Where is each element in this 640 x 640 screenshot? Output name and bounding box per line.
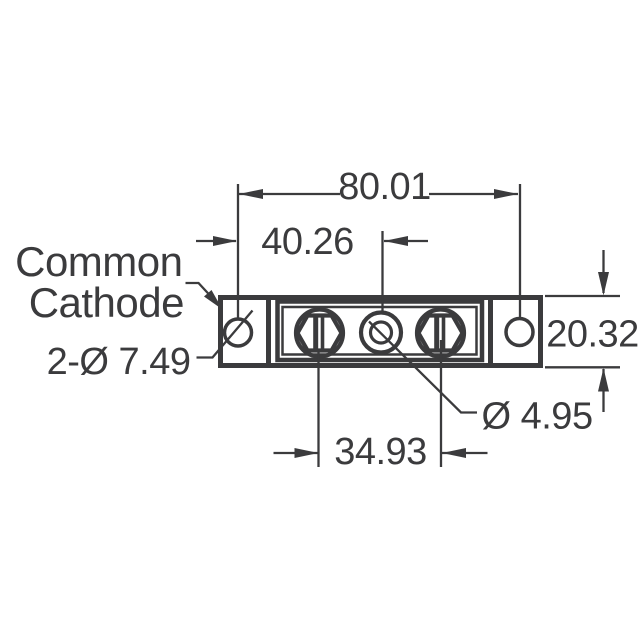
hex-terminal-right-slot-a xyxy=(434,316,440,350)
hex-terminal-right-hex xyxy=(416,313,465,353)
hex-terminal-left-slot-b xyxy=(320,316,325,350)
callout-center-hole-value: Ø 4.95 xyxy=(482,396,593,438)
center-terminal-screw xyxy=(368,320,394,345)
label-common-cathode-line1: Common xyxy=(15,238,182,285)
center-terminal xyxy=(358,310,404,355)
hex-terminal-left-slot-a xyxy=(313,316,319,350)
dim-spacing-arrow-right xyxy=(442,448,466,458)
dim-overall-arrow-right xyxy=(494,189,518,199)
callout-center-hole: Ø 4.95 xyxy=(368,320,593,438)
dim-height-arrow-down xyxy=(598,272,609,296)
callout-center-hole-leader xyxy=(368,320,477,414)
device-body xyxy=(218,295,543,368)
raised-block-outline xyxy=(275,299,485,363)
dim-height-value: 20.32 xyxy=(546,314,639,356)
mounting-hole-right xyxy=(504,316,535,348)
callout-mounting-holes-leader xyxy=(196,309,254,359)
dim-offset-arrow-left xyxy=(213,236,237,246)
dim-spacing-arrow-left xyxy=(294,448,319,458)
dim-overall-arrow-left xyxy=(239,189,263,199)
label-common-cathode: Common Cathode xyxy=(15,238,223,326)
dim-spacing-value: 34.93 xyxy=(334,431,427,473)
dim-body-height: 20.32 xyxy=(545,250,639,412)
dim-height-arrow-up xyxy=(598,368,609,392)
hex-terminal-left xyxy=(293,307,346,359)
dim-offset-arrow-right xyxy=(384,236,408,246)
dim-hole-to-center: 40.26 xyxy=(196,221,428,313)
label-leader-arrowhead xyxy=(204,290,223,310)
center-terminal-outer xyxy=(358,310,404,355)
dim-overall-value: 80.01 xyxy=(338,166,431,208)
hex-terminal-left-hex xyxy=(295,313,344,353)
hex-terminal-right-slot-b xyxy=(441,316,446,350)
callout-mounting-holes-value: 2-Ø 7.49 xyxy=(47,341,191,383)
body-outline xyxy=(218,295,543,368)
dim-offset-value: 40.26 xyxy=(261,221,354,263)
dim-terminal-spacing: 34.93 xyxy=(273,340,488,473)
dim-overall-width: 80.01 xyxy=(236,166,522,318)
callout-mounting-holes: 2-Ø 7.49 xyxy=(47,309,254,383)
mounting-hole-left xyxy=(222,317,254,348)
label-common-cathode-line2: Cathode xyxy=(29,279,184,326)
